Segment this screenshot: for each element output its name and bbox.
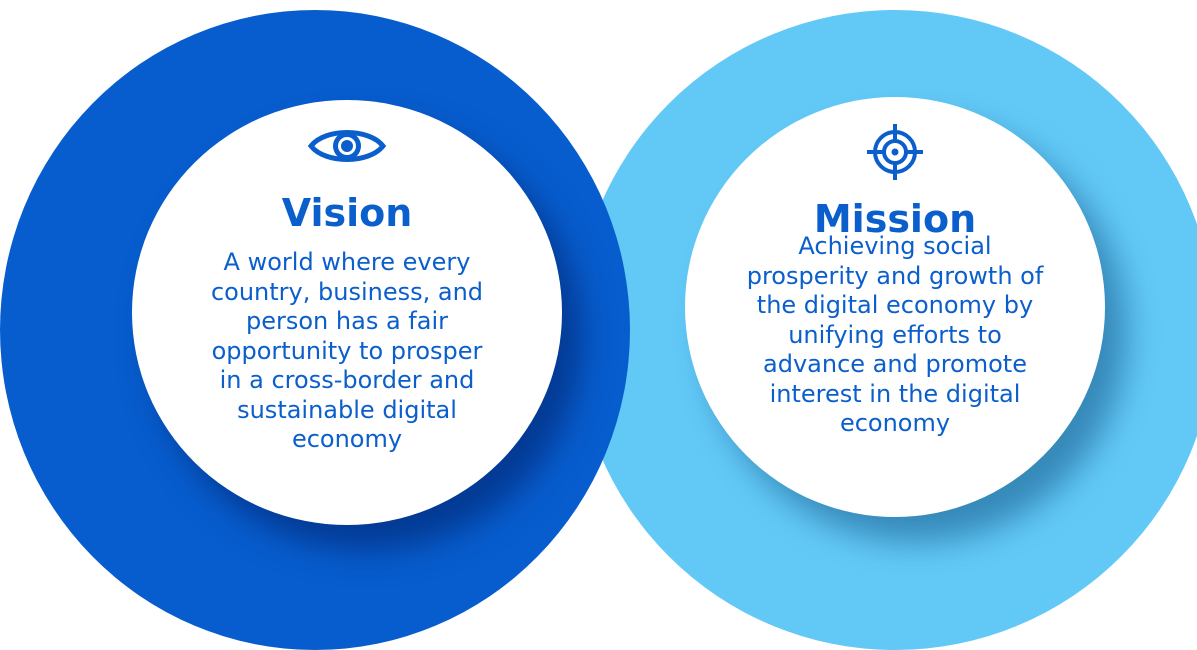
vision-title: Vision (281, 191, 413, 235)
eye-icon (307, 130, 387, 162)
vision-circle: Vision A world where every country, busi… (132, 100, 562, 525)
vision-mission-diagram: Vision A world where every country, busi… (0, 10, 1197, 650)
target-icon (867, 124, 923, 180)
vision-text: A world where every country, business, a… (210, 248, 484, 453)
mission-circle: Mission Achieving social prosperity and … (685, 97, 1105, 517)
mission-title: Mission (813, 197, 977, 241)
mission-text: Achieving social prosperity and growth o… (746, 232, 1044, 437)
